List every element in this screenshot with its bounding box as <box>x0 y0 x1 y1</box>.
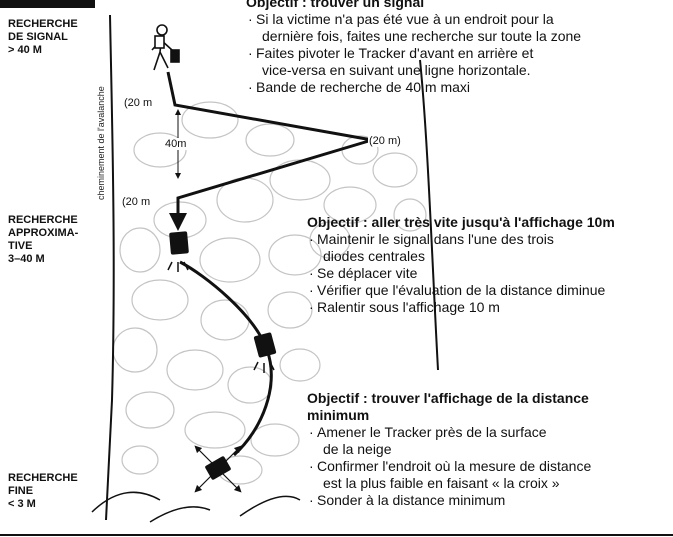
list-item: Si la victime n'a pas été vue à un endro… <box>246 11 581 45</box>
cross-arrows-icon <box>194 445 242 493</box>
phase-label-approximate: RECHERCHE APPROXIMA- TIVE 3–40 M <box>8 214 79 265</box>
list-item: Confirmer l'endroit où la mesure de dist… <box>307 458 591 492</box>
tracker-device-icon <box>253 332 277 373</box>
objective-signal-title: Objectif : trouver un signal <box>246 0 425 10</box>
dimension-label-40m: 40m <box>164 138 188 150</box>
objective-fine-block: Objectif : trouver l'affichage de la dis… <box>307 390 591 509</box>
snow-surface <box>0 491 673 536</box>
phase-label-signal: RECHERCHE DE SIGNAL > 40 M <box>8 18 78 56</box>
objective-fine-title: Objectif : trouver l'affichage de la dis… <box>307 390 589 406</box>
objective-approach-title: Objectif : aller très vite jusqu'à l'aff… <box>307 214 615 230</box>
objective-approach-block: Objectif : aller très vite jusqu'à l'aff… <box>307 214 615 316</box>
list-item: Sonder à la distance minimum <box>307 492 591 509</box>
tracker-device-icon <box>167 231 189 272</box>
left-boundary-line <box>105 14 115 521</box>
list-item: Faites pivoter le Tracker d'avant en arr… <box>246 45 581 79</box>
list-item: Maintenir le signal dans l'une des trois… <box>307 231 615 265</box>
objective-signal-block: Objectif : trouver un signal Si la victi… <box>246 0 581 96</box>
list-item: Ralentir sous l'affichage 10 m <box>307 299 615 316</box>
dimension-label-top-left: (20 m <box>123 97 154 109</box>
rescuer-figure <box>151 24 180 71</box>
dimension-label-lower-left: (20 m <box>121 196 152 208</box>
list-item: Se déplacer vite <box>307 265 615 282</box>
header-bar <box>0 0 95 8</box>
phase-label-fine: RECHERCHE FINE < 3 M <box>8 472 78 510</box>
list-item: Vérifier que l'évaluation de la distance… <box>307 282 615 299</box>
coarse-search-curve <box>179 260 273 457</box>
dimension-label-right: (20 m) <box>368 135 402 147</box>
objective-fine-title-cont: minimum <box>307 407 370 423</box>
list-item: Bande de recherche de 40 m maxi <box>246 79 581 96</box>
avalanche-path-label: cheminement de l'avalanche <box>96 86 106 200</box>
